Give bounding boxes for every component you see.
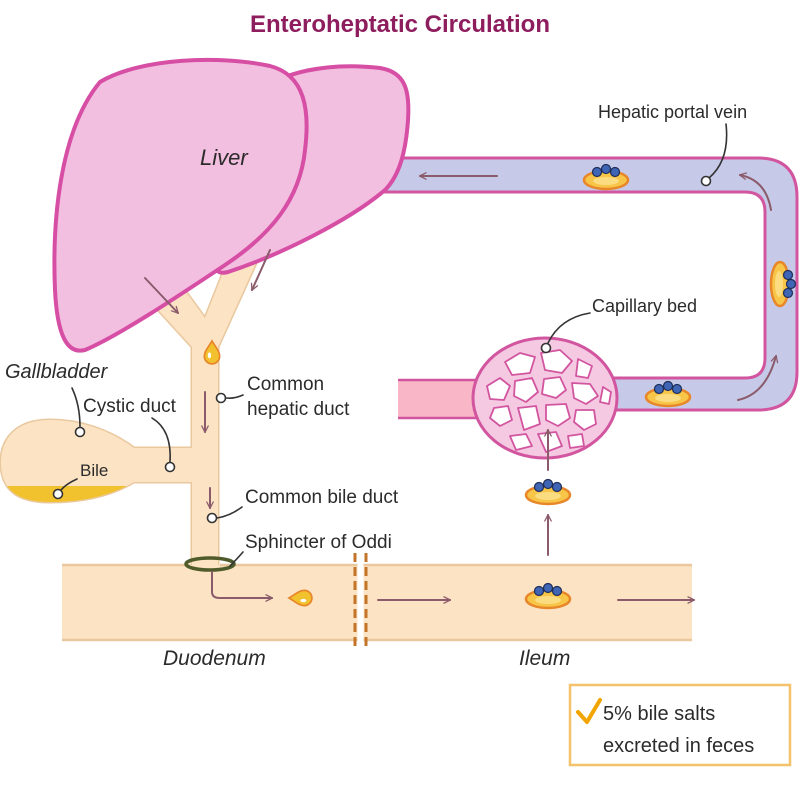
label-sphincter-of-oddi: Sphincter of Oddi [245, 532, 392, 553]
arrow-right-hepatic [250, 249, 271, 292]
note-line-1: 5% bile salts [603, 703, 715, 725]
label-capillary-bed: Capillary bed [592, 296, 697, 316]
label-common-hepatic-duct-line1: Common [247, 374, 324, 395]
small-intestine [62, 553, 692, 651]
bile-salt-complex [524, 478, 572, 506]
capillary-bed [471, 336, 619, 460]
label-gallbladder: Gallbladder [5, 361, 109, 383]
label-ileum: Ileum [519, 647, 570, 670]
flow-arrows [144, 172, 779, 604]
leader-lines [52, 123, 728, 567]
liver [52, 57, 411, 353]
label-bile: Bile [80, 461, 108, 480]
page-title: Enteroheptatic Circulation [250, 11, 550, 38]
arrow-vein-corner [738, 172, 772, 211]
arrow-vein-lower [737, 354, 779, 401]
label-common-bile-duct: Common bile duct [245, 487, 399, 508]
note-line-2: excreted in feces [603, 735, 754, 757]
label-duodenum: Duodenum [163, 647, 266, 670]
check-icon [576, 698, 602, 724]
label-common-hepatic-duct-line2: hepatic duct [247, 399, 350, 420]
liver-left-lobe [52, 57, 309, 353]
label-cystic-duct: Cystic duct [83, 396, 177, 417]
label-liver: Liver [200, 145, 249, 170]
note-box: 5% bile salts excreted in feces [568, 683, 792, 767]
label-hepatic-portal-vein: Hepatic portal vein [598, 102, 747, 122]
arrow-left-hepatic [144, 277, 179, 314]
arrow-into-duodenum [211, 571, 274, 602]
sphincter-of-oddi-ring [184, 556, 236, 572]
